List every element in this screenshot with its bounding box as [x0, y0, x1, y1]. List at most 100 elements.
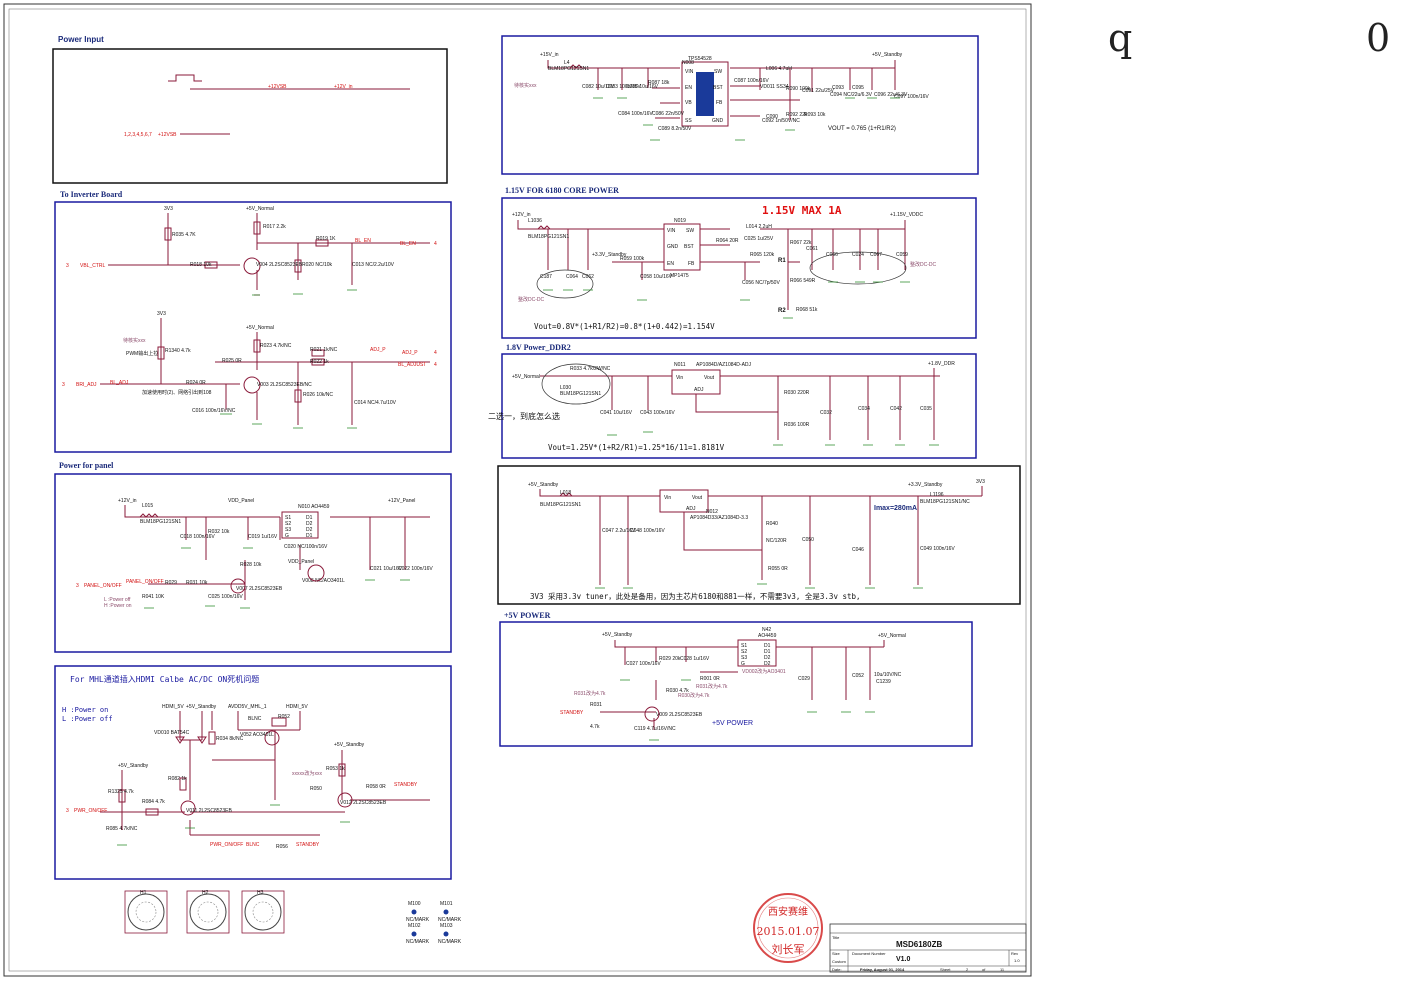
inv-3v3-bottom: 3V3 [157, 311, 166, 317]
r028-label: R028 10k [240, 562, 262, 568]
plus5-5v-normal: +5V_Normal [878, 633, 906, 639]
v052 [264, 730, 280, 746]
tuner-5v: +5V_Standby [528, 482, 559, 488]
n42-g: G [741, 661, 745, 667]
tuner-r055: R055 0R [768, 566, 788, 572]
v15-out: +5V_Standby [872, 52, 903, 58]
r025-label: R025 0R [222, 358, 242, 364]
panel-wires [124, 505, 430, 600]
v008 [307, 564, 325, 582]
hole-1-label: H1 [140, 890, 147, 896]
c014-label: C014 NC/4.7u/10V [354, 400, 397, 406]
plus5-label: +5V POWER [712, 720, 753, 727]
sheet-inner-frame [8, 8, 1027, 972]
n011-vout: Vout [704, 375, 715, 381]
n011-model: AP1084D/AZ1084D-ADJ [696, 362, 752, 368]
core-bead: BLM18PG121SN1 [528, 234, 569, 240]
core-r067: R067 22k [790, 240, 812, 246]
ddr-grounds [607, 431, 939, 446]
net-12vsb: +12VSB [268, 84, 287, 90]
net-bl-adjust: BL_ADJUST [398, 362, 426, 368]
plus5-section: +5V POWER +5V_Standby +5V_Normal N42 AO4… [499, 611, 973, 747]
n010-d1b: D1 [306, 533, 313, 539]
core-c064: C064 [566, 274, 578, 280]
tuner-c049: C049 100n/16V [920, 546, 955, 552]
pin-3b: 3 [62, 382, 65, 388]
r053 [338, 763, 346, 777]
core-headline: 1.15V MAX 1A [762, 204, 842, 217]
mark-m103-dot [443, 931, 449, 937]
net-bl-adj: BL_ADJ [110, 380, 129, 386]
n008-vb: VB [685, 100, 692, 106]
panel-12v-in: +12V_in [118, 498, 137, 504]
inverter-title: To Inverter Board [60, 190, 123, 199]
ddr-formula: Vout=1.25V*(1+R2/R1)=1.25*16/11=1.8181V [548, 443, 725, 452]
connector-symbol [168, 74, 202, 82]
r082 [179, 777, 187, 791]
panel-title: Power for panel [59, 461, 114, 470]
core-c187: C187 [540, 274, 552, 280]
v007-label: V007 2L2SC8523EB [236, 586, 283, 592]
inverter-section: To Inverter Board 3V3 +5V_Normal R035 4.… [54, 190, 452, 453]
core-section: 1.15V FOR 6180 CORE POWER 1.15V MAX 1A +… [501, 186, 977, 339]
net-pwr-onoff-2: PWR_ON/OFF [210, 842, 243, 848]
hole-3: H3 [241, 890, 285, 934]
tb-date-label: Date: [832, 967, 842, 972]
tuner-model: AP1084D33/AZ1084D-3.3 [690, 515, 748, 521]
tb-of: 11 [1000, 967, 1005, 972]
ddr-bead: BLM18PG121SN1 [560, 391, 601, 397]
core-c066: C066 [826, 252, 838, 258]
r031-label: R031 10k [186, 580, 208, 586]
c018-label: C018 100n/16V [180, 534, 215, 540]
inv-wires-bottom [100, 318, 430, 425]
v008-label: V008 NC/AO3401L [302, 578, 345, 584]
r018-label: R018 10k [190, 262, 212, 268]
v15-c090: C090 [766, 114, 778, 120]
plus5-note-1: R031改为4.7k [574, 690, 606, 697]
v15-wires [547, 60, 896, 120]
v011 [180, 800, 196, 816]
r026-label: R026 10k/NC [303, 392, 333, 398]
core-3v3: +3.3V_Standby [592, 252, 627, 258]
ddr-r033: R033 4.7k/2W/NC [570, 366, 611, 372]
mhl-section: For MHL通道插入HDMI Calbe AC/DC ON死机问题 H :Po… [54, 665, 452, 880]
v012-label: V012 2L2SC8523EB [340, 800, 387, 806]
mhl-5v-stb-2: +5V_Standby [334, 742, 365, 748]
mhl-hdmi5v: HDMI_5V [162, 704, 184, 710]
tb-sheet: 2 [966, 967, 969, 972]
ddr-c035: C035 [920, 406, 932, 412]
mark-m102-dot [411, 931, 417, 937]
plus5-cap-val: 10u/10V/NC [874, 672, 902, 678]
tuner-wires [539, 486, 983, 585]
net-bl-en-out: BL_EN [400, 241, 416, 247]
core-r2: R2 [778, 308, 786, 314]
core-c024: C024 [852, 252, 864, 258]
plus5-c027: C027 100n/16V [626, 661, 661, 667]
pin-4a: 4 [434, 241, 437, 247]
n42-d1b: D1 [764, 649, 771, 655]
r017 [253, 221, 261, 235]
n42-label: N42 [762, 627, 771, 633]
core-r064: R064 20R [716, 238, 739, 244]
ddr-wires [540, 368, 940, 440]
v15-c097: C097 100n/16V [894, 94, 929, 100]
inv-note-3: 加速使用时(2)、网络引出到108 [142, 389, 212, 396]
mark-m100: M100 [408, 901, 421, 907]
inv-grounds [220, 289, 357, 429]
power-input-box [52, 48, 448, 184]
plus5-note-3: VD002改为AO3401 [742, 668, 786, 675]
r024-label: R024 0R [186, 380, 206, 386]
net-standby: STANDBY [394, 782, 418, 788]
n010-s3: S3 [285, 527, 291, 533]
mark-m101-dot [443, 909, 449, 915]
r022-label: R022 1k [310, 359, 329, 365]
core-c025: C025 1u/25V [744, 236, 774, 242]
v15-c093: C093 [832, 85, 844, 91]
n019-vin: VIN [667, 228, 676, 234]
tuner-n012: N012 [706, 509, 718, 515]
r021 [311, 349, 325, 357]
n008-en: EN [685, 85, 692, 91]
n42-d2a: D2 [764, 655, 771, 661]
core-r059: R059 100k [620, 256, 645, 262]
plus5-c028: C028 1u/16V [680, 656, 710, 662]
